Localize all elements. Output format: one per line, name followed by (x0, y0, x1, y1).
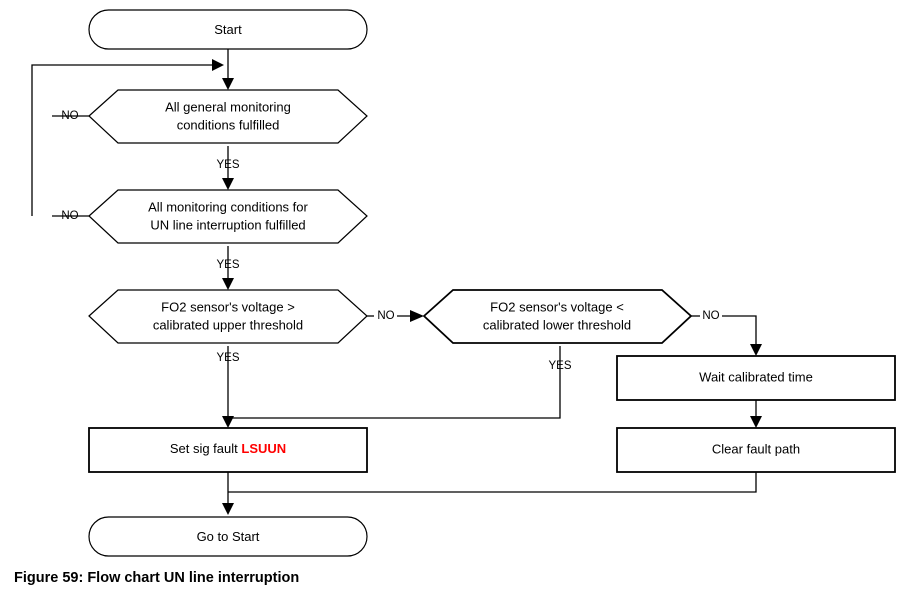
edge-wait-to-clear (750, 400, 762, 428)
node-un-conditions-line1: All monitoring conditions for (148, 199, 308, 214)
node-wait-time-label: Wait calibrated time (699, 369, 813, 384)
figure-caption: Figure 59: Flow chart UN line interrupti… (14, 570, 300, 586)
node-go-to-start[interactable]: Go to Start (88, 516, 368, 557)
node-start[interactable]: Start (88, 9, 368, 50)
edge-upper-no-to-lower: NO (367, 310, 424, 322)
node-general-conditions-line1: All general monitoring (165, 99, 291, 114)
edge-clear-to-gotostart (228, 472, 757, 493)
edge-label-un-yes: YES (216, 259, 239, 271)
node-clear-fault[interactable]: Clear fault path (616, 427, 896, 473)
edge-label-un-no: NO (61, 210, 78, 222)
node-general-conditions[interactable]: All general monitoring conditions fulfil… (88, 89, 368, 144)
node-start-label: Start (214, 22, 242, 37)
edge-lower-no-to-wait: NO (691, 310, 762, 356)
edge-start-to-general (222, 49, 234, 90)
edge-setfault-to-gotostart (222, 472, 234, 515)
node-set-fault-code: LSUUN (241, 441, 286, 456)
edge-lower-yes-to-setfault: YES (228, 346, 572, 419)
edge-label-upper-no: NO (377, 310, 394, 322)
node-general-conditions-line2: conditions fulfilled (177, 117, 280, 132)
edge-label-upper-yes: YES (216, 352, 239, 364)
node-wait-time[interactable]: Wait calibrated time (616, 355, 896, 401)
edge-un-yes-to-upper: YES (216, 246, 240, 290)
edge-general-yes-to-un: YES (216, 146, 240, 190)
edge-label-lower-yes: YES (548, 360, 571, 372)
node-upper-threshold-line2: calibrated upper threshold (153, 317, 303, 332)
edge-upper-yes-to-setfault: YES (216, 346, 240, 428)
svg-text:Set sig fault LSUUN: Set sig fault LSUUN (170, 441, 286, 456)
node-un-conditions-line2: UN line interruption fulfilled (150, 217, 305, 232)
edge-un-no-loopback: NO (31, 116, 89, 222)
node-lower-threshold-line1: FO2 sensor's voltage < (490, 299, 624, 314)
node-lower-threshold-line2: calibrated lower threshold (483, 317, 631, 332)
node-clear-fault-label: Clear fault path (712, 441, 800, 456)
edge-general-no-loopback: NO (31, 59, 224, 122)
node-upper-threshold[interactable]: FO2 sensor's voltage > calibrated upper … (88, 289, 368, 344)
node-lower-threshold[interactable]: FO2 sensor's voltage < calibrated lower … (422, 289, 693, 344)
node-set-fault[interactable]: Set sig fault LSUUN (88, 427, 368, 473)
edge-label-general-yes: YES (216, 159, 239, 171)
edge-label-lower-no: NO (702, 310, 719, 322)
node-un-conditions[interactable]: All monitoring conditions for UN line in… (88, 189, 368, 244)
node-set-fault-prefix: Set sig fault (170, 441, 242, 456)
edge-label-general-no: NO (61, 110, 78, 122)
node-go-to-start-label: Go to Start (197, 529, 260, 544)
node-upper-threshold-line1: FO2 sensor's voltage > (161, 299, 295, 314)
